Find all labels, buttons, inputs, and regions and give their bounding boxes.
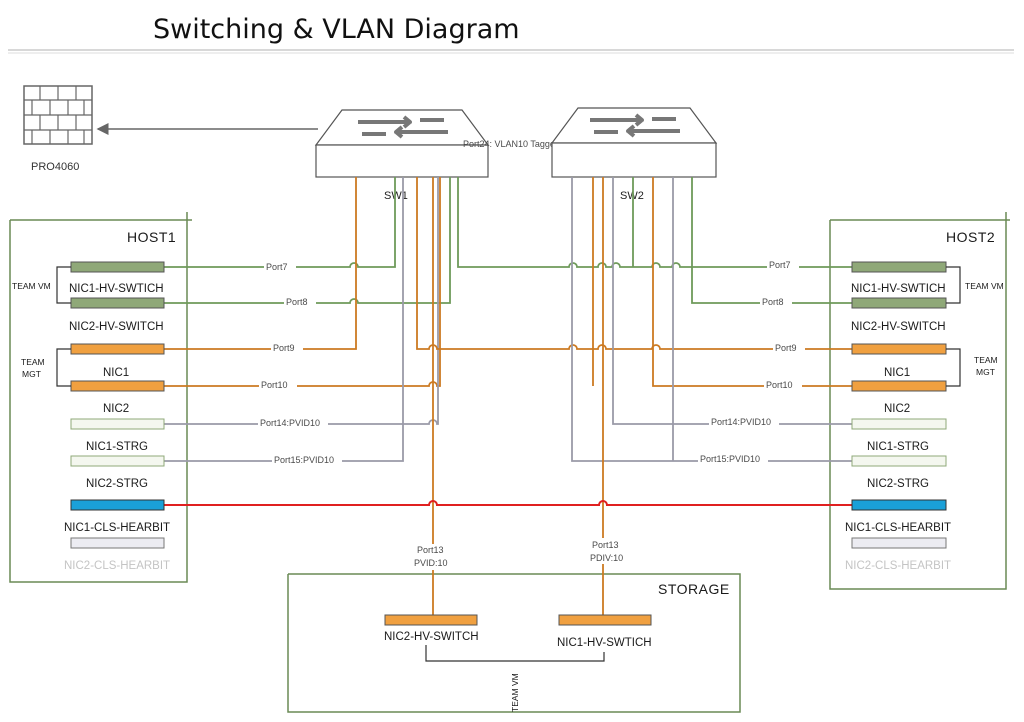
h2-port-labels: Port7 Port8 Port9 Port10 Port14:PVID10 P… <box>698 260 805 465</box>
h1-nic2-cls-heartbit <box>70 537 165 549</box>
cable-h2-port10 <box>652 177 852 387</box>
cable-h1-port9 <box>164 177 357 350</box>
port-label: Port14:PVID10 <box>260 418 320 428</box>
h2-nic2-hv-switch <box>851 297 947 309</box>
host1-title: HOST1 <box>127 229 176 245</box>
port-label: Port7 <box>769 260 791 270</box>
h1-nic-label: NIC1 <box>103 367 129 379</box>
storage-port-left-label: PVID:10 <box>414 558 448 568</box>
h2-nic-label: NIC1-CLS-HEARBIT <box>845 522 951 534</box>
port-label: Port9 <box>775 343 797 353</box>
storage-nic2-hv-switch <box>384 614 478 626</box>
h1-team-mgt-label: MGT <box>22 369 41 379</box>
h2-nic2 <box>851 380 947 392</box>
h1-team-vm-label: TEAM VM <box>12 281 51 291</box>
firewall: PRO4060 <box>23 85 93 173</box>
h1-nic1-strg <box>70 418 165 430</box>
h2-nic1-strg <box>851 418 947 430</box>
h2-team-mgt-label: MGT <box>976 367 995 377</box>
port-label: Port9 <box>273 343 295 353</box>
h1-team-mgt-bracket <box>56 348 71 387</box>
storage-nic1-hv-switch <box>558 614 652 626</box>
h2-team-vm-label: TEAM VM <box>965 281 1004 291</box>
h1-nic-label: NIC2-STRG <box>86 478 148 490</box>
port-label: Port10 <box>261 380 288 390</box>
h2-nic2-cls-heartbit <box>851 537 947 549</box>
storage-team-vm-label: TEAM VM <box>510 673 520 712</box>
storage-port-right-label: PDIV:10 <box>590 553 623 563</box>
h2-nic-label: NIC2-STRG <box>867 478 929 490</box>
h2-nic-label: NIC2-CLS-HEARBIT <box>845 560 951 572</box>
switch-sw1-label: SW1 <box>384 190 408 202</box>
port-label: Port15:PVID10 <box>700 454 760 464</box>
h1-nic1-hv-switch <box>70 261 165 273</box>
h1-nic-label: NIC2 <box>103 403 129 415</box>
h1-nic-label: NIC2-CLS-HEARBIT <box>64 560 170 572</box>
h1-port-labels: Port7 Port8 Port9 Port10 Port14:PVID10 P… <box>258 261 342 465</box>
storage-port-left-label: Port13 <box>417 545 444 555</box>
h1-nic2-strg <box>70 455 165 467</box>
cable-heartbeat <box>164 500 852 506</box>
port-label: Port15:PVID10 <box>274 455 334 465</box>
h2-nic-label: NIC2-HV-SWITCH <box>851 321 946 333</box>
storage-box: STORAGE <box>287 573 741 713</box>
h1-nic2-hv-switch <box>70 297 165 309</box>
cable-h1-port8 <box>164 177 451 304</box>
switch-sw2: SW2 <box>550 107 718 202</box>
cable-h1-port10 <box>164 177 441 387</box>
storage-title: STORAGE <box>658 581 730 597</box>
h2-nic-label: NIC1 <box>884 367 910 379</box>
storage-port-right-label: Port13 <box>592 540 619 550</box>
h1-team-vm-bracket <box>56 266 71 304</box>
port-label: Port14:PVID10 <box>711 417 771 427</box>
port-label: Port7 <box>266 262 288 272</box>
cable-h1-port15 <box>164 177 404 462</box>
h1-nic-label: NIC1-STRG <box>86 441 148 453</box>
h2-nic2-strg <box>851 455 947 467</box>
h2-nic1-hv-switch <box>851 261 947 273</box>
storage-nic-label: NIC2-HV-SWITCH <box>384 631 479 643</box>
port-label: Port10 <box>766 380 793 390</box>
h1-nic-label: NIC1-CLS-HEARBIT <box>64 522 170 534</box>
h2-nic-label: NIC2 <box>884 403 910 415</box>
port-label: Port8 <box>762 297 784 307</box>
h1-nic1 <box>70 343 165 355</box>
cable-h2-port14 <box>612 177 852 425</box>
switch-sw1: SW1 <box>314 109 490 202</box>
h1-nic-label: NIC1-HV-SWTICH <box>69 283 164 295</box>
host1-box: HOST1 <box>9 212 192 583</box>
firewall-label: PRO4060 <box>31 161 79 173</box>
switch-icon <box>314 109 490 178</box>
h2-nic1 <box>851 343 947 355</box>
uplink-port-label: Port24: VLAN10 Tagged <box>463 139 560 149</box>
cable-h2-port8 <box>691 177 852 304</box>
switch-icon <box>550 107 718 178</box>
storage-nic-label: NIC1-HV-SWTICH <box>557 637 652 649</box>
h1-nic2 <box>70 380 165 392</box>
port-label: Port8 <box>286 297 308 307</box>
h2-team-vm-bracket <box>946 266 961 304</box>
h2-nic-label: NIC1-HV-SWTICH <box>851 283 946 295</box>
firewall-icon <box>23 85 93 145</box>
h1-nic1-cls-heartbit <box>70 499 165 511</box>
cable-h2-port7 <box>457 177 852 268</box>
host2-box: HOST2 <box>829 212 1010 590</box>
switch-sw2-label: SW2 <box>620 190 644 202</box>
h1-nic-label: NIC2-HV-SWITCH <box>69 321 164 333</box>
h2-team-mgt-bracket <box>946 348 961 387</box>
h1-team-mgt-label: TEAM <box>21 357 45 367</box>
h2-nic-label: NIC1-STRG <box>867 441 929 453</box>
h2-nic1-cls-heartbit <box>851 499 947 511</box>
storage-team-vm-bracket <box>425 645 605 662</box>
page-title: Switching & VLAN Diagram <box>153 14 520 45</box>
host2-title: HOST2 <box>946 229 995 245</box>
h2-team-mgt-label: TEAM <box>974 355 998 365</box>
cable-h1-port7 <box>164 177 396 268</box>
